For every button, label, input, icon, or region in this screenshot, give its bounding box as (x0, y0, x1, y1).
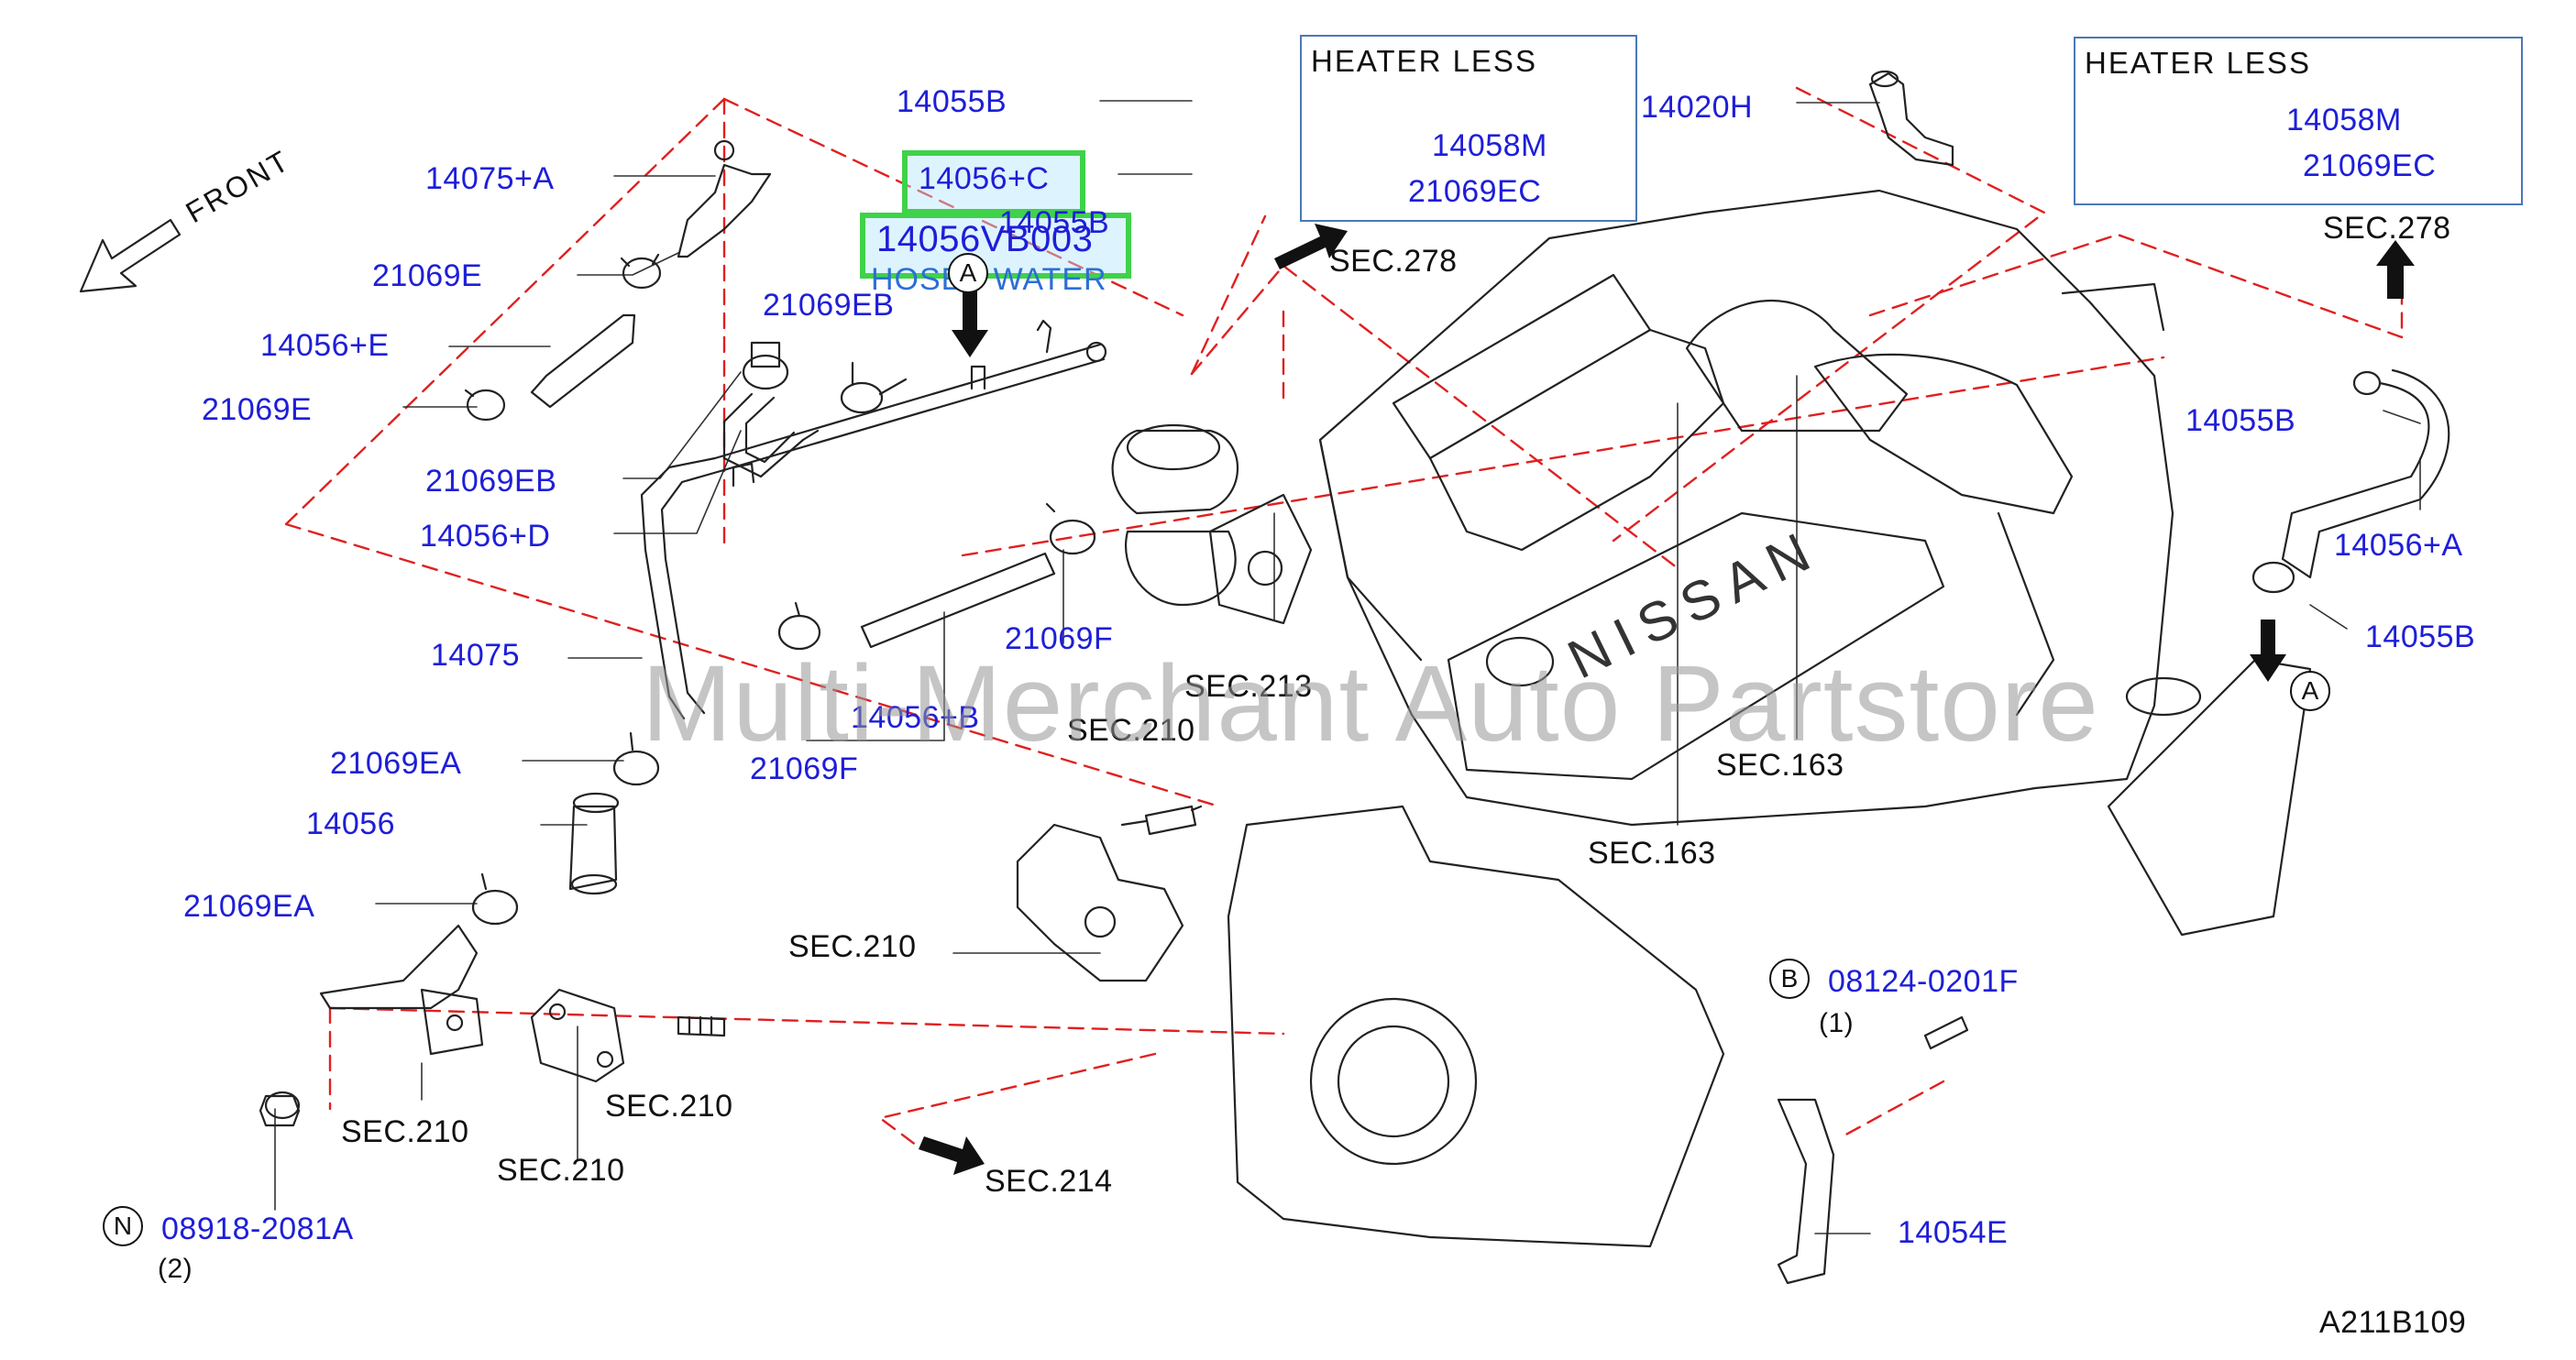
arrow-sec214-icon (919, 1136, 985, 1175)
valve-sec213 (1111, 423, 1313, 625)
part-label-14056e[interactable]: 14056+E (260, 328, 390, 363)
heater-less-box-left: HEATER LESS (1300, 35, 1637, 222)
label-14056c: 14056+C (919, 161, 1050, 196)
part-label-14056[interactable]: 14056 (306, 806, 396, 841)
front-arrow-icon (79, 218, 182, 293)
heater-less-title-right: HEATER LESS (2085, 46, 2311, 80)
bracket-14054e (1777, 1015, 1969, 1285)
arrow-a-down-icon (952, 279, 988, 357)
sec-ref-210-a[interactable]: SEC.210 (1067, 713, 1195, 748)
part-label-21069ec-right[interactable]: 21069EC (2303, 148, 2437, 183)
part-label-08124-0201f[interactable]: 08124-0201F (1828, 964, 2019, 999)
hose-14056a (2251, 368, 2450, 594)
part-label-14055b-mid[interactable]: 14055B (999, 205, 1110, 240)
marker-a-top: A (948, 253, 988, 293)
part-label-21069eb-2[interactable]: 21069EB (425, 464, 557, 499)
part-label-21069ea-1[interactable]: 21069EA (330, 746, 462, 781)
sec-ref-214[interactable]: SEC.214 (985, 1164, 1113, 1199)
nut-08918 (259, 1094, 301, 1127)
marker-n: N (103, 1206, 143, 1246)
part-label-14055b-right1[interactable]: 14055B (2185, 403, 2296, 438)
heater-less-title-left: HEATER LESS (1311, 44, 1537, 78)
highlight-14056c[interactable]: 14056+C (902, 150, 1085, 214)
label-14056vb003: 14056VB003 (876, 219, 1094, 259)
arrow-a-down-right-icon (2250, 620, 2286, 682)
part-label-14058m-right[interactable]: 14058M (2286, 103, 2402, 137)
sec-ref-163-b[interactable]: SEC.163 (1588, 836, 1716, 871)
sec-ref-278-right[interactable]: SEC.278 (2323, 211, 2451, 246)
part-label-21069f-1[interactable]: 21069F (1005, 621, 1114, 656)
part-label-14055b-right2[interactable]: 14055B (2365, 620, 2476, 654)
sec-ref-163-a[interactable]: SEC.163 (1716, 748, 1844, 783)
part-label-21069ec-left[interactable]: 21069EC (1408, 174, 1542, 209)
part-label-21069e-2[interactable]: 21069E (202, 392, 313, 427)
marker-a-right: A (2290, 671, 2330, 711)
part-label-21069e-1[interactable]: 21069E (372, 258, 483, 293)
sec-ref-210-c[interactable]: SEC.210 (341, 1114, 469, 1149)
part-label-21069ea-2[interactable]: 21069EA (183, 889, 315, 924)
part-label-14054e[interactable]: 14054E (1898, 1215, 2009, 1250)
hoses-and-clamps-left (464, 139, 1096, 651)
arrow-sec278-left-icon (1274, 224, 1348, 269)
section-arrows (919, 224, 2415, 1175)
thermostat-housing (1016, 805, 1203, 982)
water-pipe-14075 (640, 319, 1107, 720)
part-label-08918-2081a[interactable]: 08918-2081A (161, 1212, 354, 1246)
part-label-21069eb-1[interactable]: 21069EB (763, 288, 895, 323)
tooltip-hose-water: HOSE - WATER (871, 262, 1107, 297)
gasket-and-stud (530, 988, 726, 1083)
part-label-14020h[interactable]: 14020H (1641, 90, 1754, 125)
diagram-code: A211B109 (2319, 1305, 2467, 1340)
part-14020h-drawing (1868, 70, 1954, 167)
sec-ref-213[interactable]: SEC.213 (1184, 669, 1313, 704)
qty-note-1: (1) (1819, 1008, 1855, 1038)
part-label-14075[interactable]: 14075 (431, 638, 521, 673)
engine-block-drawing (1227, 189, 2312, 1248)
lower-hose-14056 (264, 731, 660, 1120)
watermark-text: Multi-Merchant Auto Partstore (642, 643, 2099, 764)
sec-ref-210-b[interactable]: SEC.210 (788, 929, 917, 964)
part-label-14056d[interactable]: 14056+D (420, 519, 551, 554)
leader-dashes (284, 86, 2404, 1147)
sec-ref-210-d[interactable]: SEC.210 (497, 1153, 625, 1188)
sec-ref-278-left[interactable]: SEC.278 (1329, 244, 1458, 279)
marker-b: B (1769, 959, 1810, 999)
heater-less-box-right: HEATER LESS (2074, 37, 2523, 205)
qty-note-2: (2) (158, 1254, 193, 1284)
arrow-sec278-right-icon (2376, 240, 2415, 299)
part-label-14056b[interactable]: 14056+B (851, 700, 980, 735)
part-label-14055b-top[interactable]: 14055B (897, 84, 1007, 119)
sec-ref-210-e[interactable]: SEC.210 (605, 1089, 733, 1124)
part-label-14075a[interactable]: 14075+A (425, 161, 555, 196)
part-label-14058m-left[interactable]: 14058M (1432, 128, 1547, 163)
highlight-14056vb003[interactable]: 14056VB003 (860, 213, 1131, 279)
part-label-21069f-2[interactable]: 21069F (750, 751, 859, 786)
part-label-14056a[interactable]: 14056+A (2334, 528, 2463, 563)
